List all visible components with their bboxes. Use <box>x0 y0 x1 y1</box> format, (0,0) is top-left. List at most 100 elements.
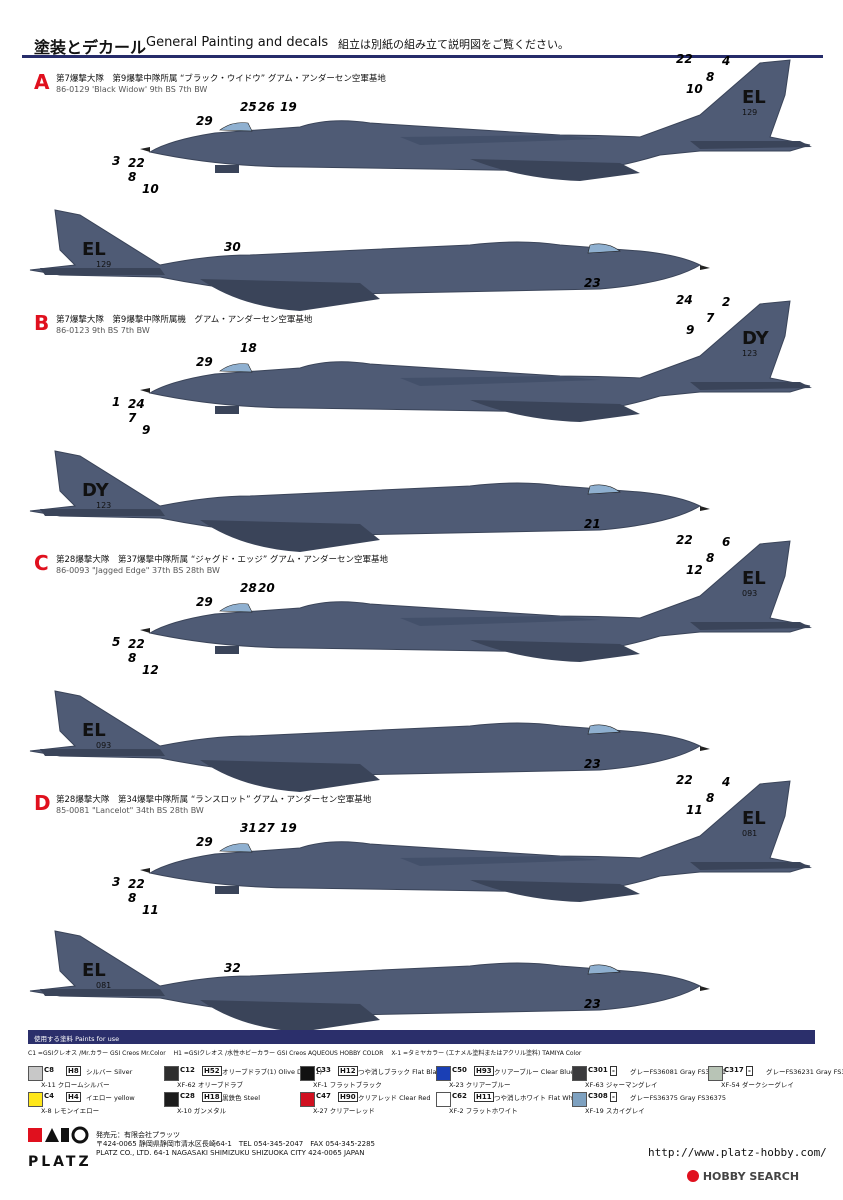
callout-number: 8 <box>128 651 136 665</box>
paint-code-h: - <box>610 1092 617 1102</box>
page-title-jp: 塗装とデカール <box>34 38 147 57</box>
callout-number: 7 <box>128 411 137 425</box>
paint-code-c: C28 <box>180 1092 195 1100</box>
paint-swatch <box>708 1066 723 1081</box>
aircraft-upper-fuselage <box>148 780 811 893</box>
scheme-letter: A <box>34 70 50 94</box>
engine-nacelle <box>470 159 640 181</box>
scheme-letter: C <box>34 551 49 575</box>
paint-code-h: H90 <box>338 1092 358 1102</box>
paint-code-c: C308 <box>588 1092 608 1100</box>
callout-number: 10 <box>142 182 159 196</box>
paints-header-bar: 使用する塗料 Paints for use <box>28 1030 815 1044</box>
callout-number: 5 <box>112 635 120 649</box>
paint-code-h: - <box>610 1066 617 1076</box>
callout-number: 29 <box>196 835 213 849</box>
engine-nacelle <box>470 400 640 422</box>
watermark: HOBBY SEARCH <box>687 1170 799 1183</box>
paint-name: つや消しホワイト Flat White <box>494 1094 582 1102</box>
horizontal-stabilizer <box>690 382 812 390</box>
nose-tip <box>700 265 710 270</box>
callout-number: 3 <box>112 875 120 889</box>
scheme-title-jp: 第28爆撃大隊 第34爆撃中隊所属 “ランスロット” グアム・アンダーセン空軍基… <box>56 795 372 805</box>
callout-number: 27 <box>258 821 275 835</box>
horizontal-stabilizer <box>690 862 812 870</box>
canopy <box>587 964 621 975</box>
horizontal-stabilizer <box>40 749 165 756</box>
scheme-title-jp: 第7爆撃大隊 第9爆撃中隊所属機 グアム・アンダーセン空軍基地 <box>56 315 313 325</box>
callout-number: 1 <box>112 395 120 409</box>
callout-number: 11 <box>142 903 159 917</box>
scheme-title-en: 86-0093 "Jagged Edge" 37th BS 28th BW <box>56 566 220 575</box>
tail-code-upper: EL <box>742 808 766 829</box>
callout-number: 30 <box>224 240 241 254</box>
scheme-title-jp: 第7爆撃大隊 第9爆撃中隊所属 “ブラック・ウイドウ” グアム・アンダーセン空軍… <box>56 74 386 84</box>
paint-name: クリアーブルー Clear Blue <box>494 1068 575 1076</box>
website-link[interactable]: http://www.platz-hobby.com/ <box>648 1146 827 1159</box>
paint-code-c: C8 <box>44 1066 55 1074</box>
callout-number: 22 <box>128 637 145 651</box>
paint-sub: XF-1 フラットブラック <box>313 1081 382 1089</box>
paint-name: クリアレッド Clear Red <box>358 1094 431 1102</box>
antenna-fairing <box>215 886 239 894</box>
callout-number: 19 <box>280 821 297 835</box>
tail-serial-lower: 081 <box>96 981 111 990</box>
scheme-title-jp: 第28爆撃大隊 第37爆撃中隊所属 “ジャグド・エッジ” グアム・アンダーセン空… <box>56 555 388 565</box>
paint-swatch <box>572 1092 587 1107</box>
tail-serial-upper: 123 <box>742 349 757 358</box>
tail-serial-upper: 129 <box>742 108 757 117</box>
wing-glove <box>400 616 600 626</box>
horizontal-stabilizer <box>40 989 165 996</box>
callout-number: 22 <box>676 773 693 787</box>
paint-sub: X-10 ガンメタル <box>177 1107 227 1115</box>
callout-number: 8 <box>128 891 136 905</box>
tail-code-lower: EL <box>82 239 106 260</box>
aircraft-lower-fuselage <box>29 690 702 777</box>
tail-code-upper: EL <box>742 568 766 589</box>
paint-swatch <box>164 1092 179 1107</box>
scheme-title-en: 85-0081 "Lancelot" 34th BS 28th BW <box>56 806 204 815</box>
callout-number: 11 <box>686 803 703 817</box>
scheme-title-en: 86-0129 'Black Widow' 9th BS 7th BW <box>56 85 208 94</box>
paint-code-h: H18 <box>202 1092 222 1102</box>
title-divider <box>22 55 823 58</box>
paint-sub: X-8 レモンイエロー <box>41 1107 100 1115</box>
paint-sub: XF-62 オリーブドラブ <box>177 1081 243 1089</box>
callout-number: 3 <box>112 154 120 168</box>
callout-number: 32 <box>224 961 241 975</box>
callout-number: 23 <box>584 757 601 771</box>
callout-number: 18 <box>240 341 257 355</box>
paint-sub: XF-2 フラットホワイト <box>449 1107 518 1115</box>
horizontal-stabilizer <box>690 622 812 630</box>
aircraft-lower-fuselage <box>29 450 702 537</box>
callout-number: 28 <box>240 581 257 595</box>
platz-logo: PLATZ <box>28 1126 92 1170</box>
assembly-note: 組立は別紙の組み立て説明図をご覧ください。 <box>338 38 569 51</box>
engine-nacelle <box>200 520 380 552</box>
callout-number: 4 <box>721 54 730 68</box>
paint-name: グレーFS36081 Gray FS36081 <box>630 1068 727 1076</box>
antenna-fairing <box>215 165 239 173</box>
horizontal-stabilizer <box>40 268 165 275</box>
callout-number: 22 <box>676 533 693 547</box>
callout-number: 12 <box>142 663 159 677</box>
paint-sub: XF-63 ジャーマングレイ <box>585 1081 658 1089</box>
paint-code-c: C12 <box>180 1066 195 1074</box>
aircraft-upper-fuselage <box>148 59 811 172</box>
canopy <box>587 243 621 254</box>
paint-code-h: H52 <box>202 1066 222 1076</box>
callout-number: 7 <box>706 311 715 325</box>
address-en: PLATZ CO., LTD. 64-1 NAGASAKI SHIMIZUKU … <box>96 1149 365 1157</box>
paint-swatch <box>164 1066 179 1081</box>
callout-number: 22 <box>676 52 693 66</box>
paint-name: 黒鉄色 Steel <box>222 1094 261 1102</box>
page-title-en: General Painting and decals <box>146 35 329 50</box>
